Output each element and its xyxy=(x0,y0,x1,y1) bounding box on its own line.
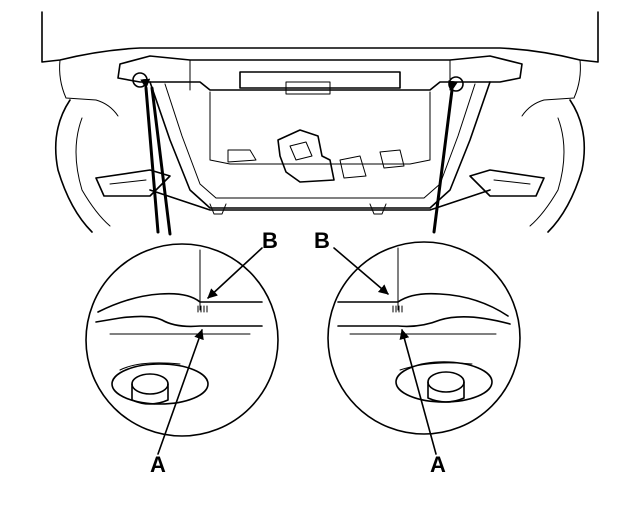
front-subframe xyxy=(95,55,545,215)
leader-lines xyxy=(140,78,459,236)
callout-label-a-left: A xyxy=(150,452,166,477)
callout-label-b-left: B xyxy=(262,228,278,253)
vehicle-underbody xyxy=(41,11,599,233)
callout-label-b-right: B xyxy=(314,228,330,253)
callout-arrows xyxy=(157,247,437,455)
right-detail-view xyxy=(327,241,521,435)
callout-label-a-right: A xyxy=(430,452,446,477)
left-detail-view xyxy=(85,243,279,437)
